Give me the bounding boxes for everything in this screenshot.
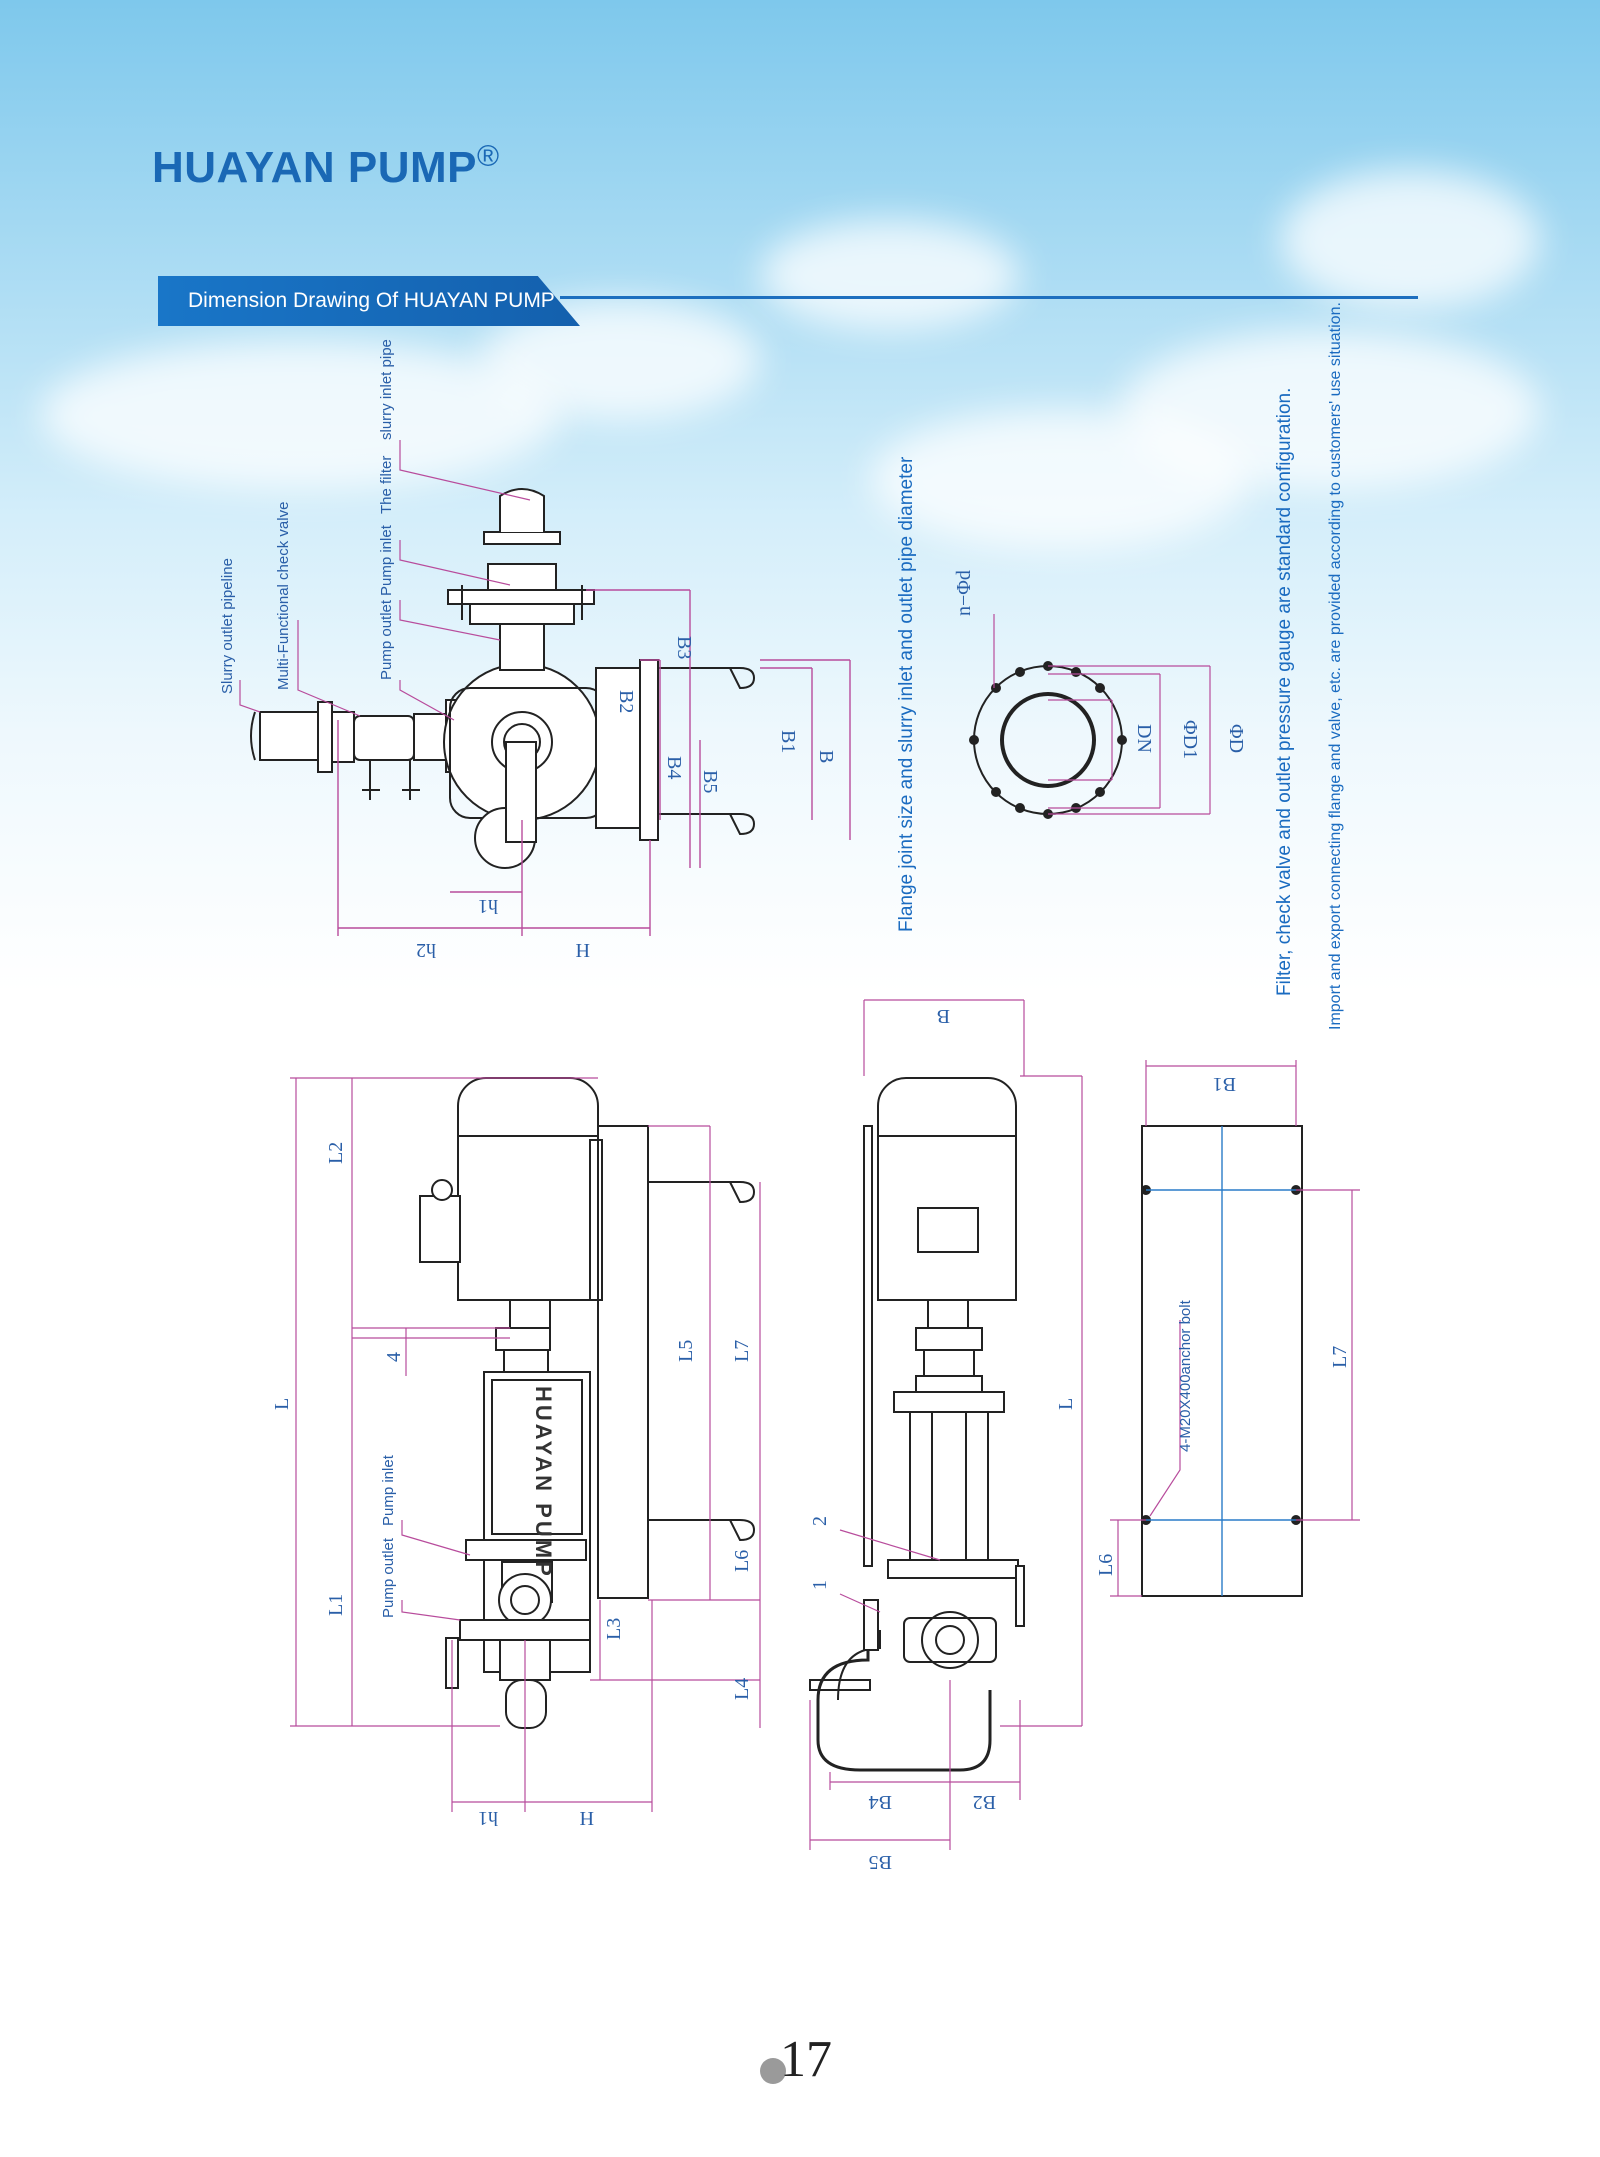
dim-B1: B1 [777, 730, 799, 753]
dim-DN: DN [1133, 724, 1155, 753]
dim-L1: L1 [325, 1594, 347, 1616]
dim-B3: B3 [673, 636, 695, 659]
cloud [40, 340, 560, 490]
dim-4: 4 [383, 1352, 405, 1362]
dim-L6: L6 [731, 1550, 753, 1572]
dim-L4: L4 [731, 1678, 753, 1700]
front-view-drawing [419, 1077, 756, 1729]
label-slurry-inlet-pipe: slurry inlet pipe [378, 339, 395, 440]
top-view-drawing [250, 488, 756, 869]
dim-L-side: L [1055, 1398, 1077, 1410]
label-pump-outlet: Pump outlet [378, 599, 395, 680]
dim-B: B [815, 750, 837, 763]
dim-B-side: B [937, 1005, 950, 1027]
pump-engraving: HUAYAN PUMP [531, 1386, 556, 1579]
note-connecting: Import and export connecting flange and … [1327, 302, 1344, 1030]
dim-B4-side: B4 [869, 1791, 892, 1813]
dim-phiD1: ΦD1 [1179, 720, 1201, 759]
dim-B1-foundation: B1 [1213, 1073, 1236, 1095]
dim-B2: B2 [615, 690, 637, 713]
front-view-callouts [401, 1520, 471, 1621]
dim-1: 1 [809, 1580, 831, 1590]
front-view-dimensions [290, 1077, 761, 1812]
dim-L7-foundation: L7 [1329, 1346, 1351, 1368]
dim-2: 2 [809, 1516, 831, 1526]
dim-phiD: ΦD [1225, 724, 1247, 753]
label-the-filter: The filter [378, 456, 395, 514]
dim-L: L [271, 1398, 293, 1410]
note-config: Filter, check valve and outlet pressure … [1274, 388, 1295, 996]
dim-H-front: H [580, 1807, 594, 1829]
label-pump-outlet-front: Pump outlet [380, 1537, 397, 1618]
dim-n-phi-d: n−Φd [953, 570, 975, 616]
dim-B5-side: B5 [869, 1851, 892, 1873]
side-view-dimensions [809, 999, 1083, 1850]
cloud [870, 410, 1250, 550]
top-view-dimensions [337, 589, 851, 936]
section-banner: Dimension Drawing Of HUAYAN PUMP [158, 276, 580, 326]
dim-B2-side: B2 [973, 1791, 996, 1813]
brand-title: HUAYAN PUMP® [152, 140, 500, 193]
dim-L3: L3 [603, 1618, 625, 1640]
dim-L6-foundation: L6 [1095, 1554, 1117, 1576]
label-pump-inlet-front: Pump inlet [380, 1454, 397, 1526]
dim-h1-front: h1 [478, 1807, 498, 1829]
top-view-callouts [239, 440, 531, 721]
dim-L5: L5 [675, 1340, 697, 1362]
label-slurry-outlet-pipeline: Slurry outlet pipeline [219, 558, 236, 694]
flange-dimensions [993, 614, 1211, 815]
dim-B5: B5 [699, 770, 721, 793]
page-number-dot [760, 2058, 786, 2084]
dim-H: H [576, 939, 590, 961]
cloud [1280, 170, 1540, 310]
dim-h2: h2 [416, 939, 436, 961]
foundation-centerlines [1146, 1126, 1296, 1596]
page-number: 17 [780, 2031, 832, 2088]
section-title: Dimension Drawing Of HUAYAN PUMP [188, 289, 555, 312]
dim-h1: h1 [478, 895, 498, 917]
foundation-dimensions [1110, 1060, 1360, 1597]
top-view-dim-text: B3 B2 B4 B5 B1 B h1 h2 H [416, 636, 837, 961]
side-view-drawing [809, 1077, 1025, 1772]
note-flange: Flange joint size and slurry inlet and o… [896, 456, 917, 932]
brand-name: HUAYAN PUMP [152, 143, 477, 192]
section-rule [560, 296, 1418, 299]
dim-B4: B4 [663, 756, 685, 779]
label-anchor-bolt: 4-M20X400anchor bolt [1177, 1299, 1194, 1452]
dim-L2: L2 [325, 1142, 347, 1164]
dim-L7: L7 [731, 1340, 753, 1362]
label-check-valve: Multi-Functional check valve [275, 502, 292, 690]
registered-mark: ® [477, 140, 500, 173]
label-pump-inlet: Pump inlet [378, 524, 395, 596]
cloud [760, 220, 1020, 330]
